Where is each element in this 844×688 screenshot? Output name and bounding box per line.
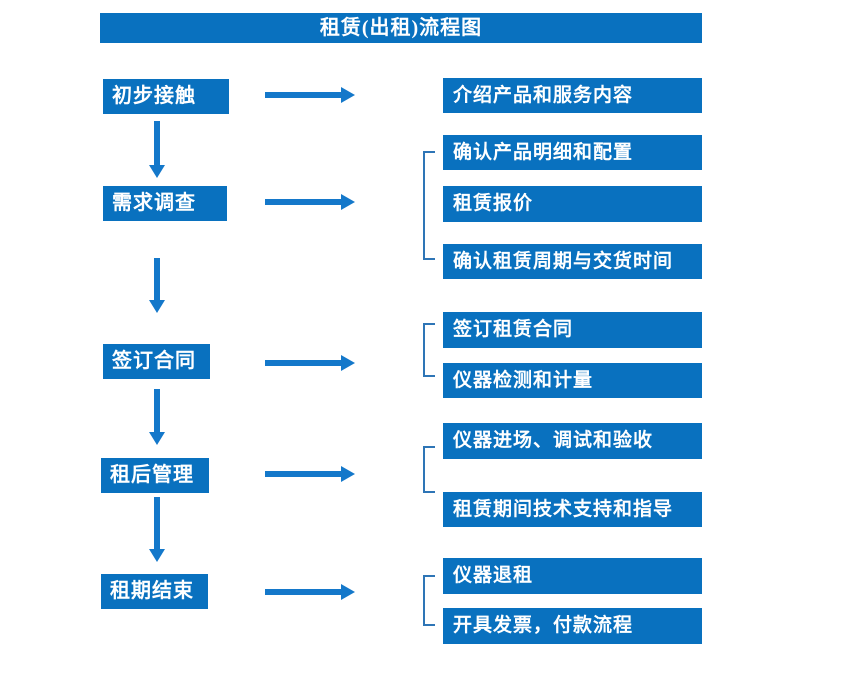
step-box-demand-survey: 需求调查 (103, 186, 227, 221)
detail-box-sign-rental-contract: 签订租赁合同 (443, 312, 702, 348)
detail-box-instrument-test-metering: 仪器检测和计量 (443, 363, 702, 398)
group-bracket-3 (423, 446, 435, 493)
detail-box-invoice-payment: 开具发票，付款流程 (443, 608, 702, 644)
flow-arrow-right-3 (265, 360, 341, 366)
flow-arrow-down-1 (154, 121, 160, 165)
flow-arrow-right-4 (265, 471, 341, 477)
flow-arrow-down-2 (154, 258, 160, 300)
group-bracket-2 (423, 323, 435, 377)
detail-box-intro-products: 介绍产品和服务内容 (443, 78, 702, 113)
detail-box-rental-quote: 租赁报价 (443, 186, 702, 222)
detail-box-confirm-product-config: 确认产品明细和配置 (443, 135, 702, 170)
flow-arrow-right-5 (265, 589, 341, 595)
flow-arrow-down-4 (154, 497, 160, 549)
detail-box-tech-support: 租赁期间技术支持和指导 (443, 492, 702, 527)
step-box-sign-contract: 签订合同 (103, 344, 210, 379)
detail-box-instrument-setup-acceptance: 仪器进场、调试和验收 (443, 423, 702, 459)
step-box-rental-end: 租期结束 (101, 574, 208, 609)
flow-arrow-down-3 (154, 389, 160, 432)
flow-arrow-right-1 (265, 92, 341, 98)
detail-box-instrument-return: 仪器退租 (443, 558, 702, 594)
detail-box-confirm-period-delivery: 确认租赁周期与交货时间 (443, 244, 702, 279)
group-bracket-4 (423, 575, 435, 626)
step-box-initial-contact: 初步接触 (103, 79, 229, 114)
flow-arrow-right-2 (265, 199, 341, 205)
step-box-post-rental-management: 租后管理 (101, 458, 209, 493)
flowchart-title: 租赁(出租)流程图 (100, 13, 702, 43)
group-bracket-1 (423, 151, 435, 260)
